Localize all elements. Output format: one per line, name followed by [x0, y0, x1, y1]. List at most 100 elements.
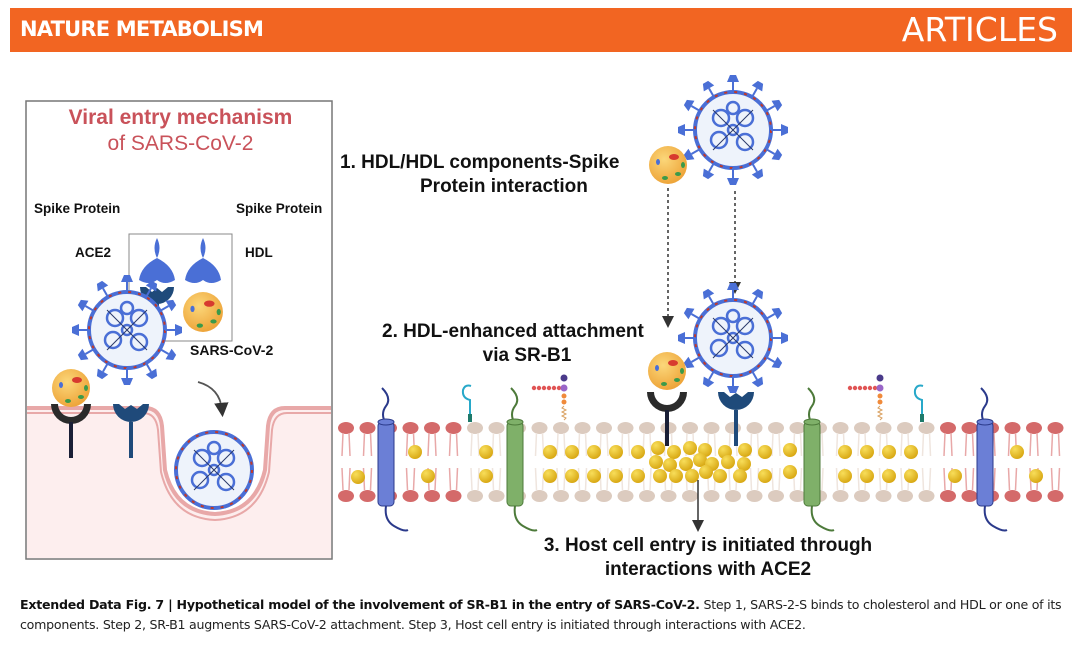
cholesterol: [651, 441, 665, 455]
lipid: [896, 421, 914, 503]
sr-b1-receptor-icon: [647, 392, 687, 446]
spike-protein-icon: [139, 238, 221, 283]
cholesterol: [882, 469, 896, 483]
cholesterol: [653, 469, 667, 483]
cholesterol: [479, 469, 493, 483]
lipid: [788, 421, 807, 503]
cholesterol: [838, 469, 852, 483]
lipid: [358, 421, 377, 503]
cholesterol: [609, 469, 623, 483]
lipid: [444, 421, 463, 503]
lipid: [530, 421, 549, 503]
section-label: ARTICLES: [901, 10, 1058, 49]
cholesterol: [904, 445, 918, 459]
lipid: [767, 421, 785, 503]
cholesterol: [631, 445, 645, 459]
step-1-line2: Protein interaction: [420, 176, 588, 197]
transmembrane-protein-icon: [506, 387, 538, 532]
step-3-line1: 3. Host cell entry is initiated through: [543, 535, 873, 556]
cholesterol: [904, 469, 918, 483]
lipid: [917, 421, 936, 503]
cholesterol: [421, 469, 435, 483]
step-1-label: 1. HDL/HDL components-Spike Protein inte…: [340, 151, 660, 199]
step-1-line1: 1. HDL/HDL components-Spike: [340, 152, 620, 173]
cholesterol: [693, 453, 707, 467]
label-spike-protein-left: Spike Protein: [34, 201, 121, 216]
cholesterol: [860, 469, 874, 483]
lipid: [573, 421, 592, 503]
cell-membrane: [337, 374, 1065, 532]
cholesterol: [948, 469, 962, 483]
step-2-label: 2. HDL-enhanced attachment via SR-B1: [382, 320, 672, 368]
cholesterol: [543, 469, 557, 483]
cholesterol: [587, 469, 601, 483]
step-2-line1: 2. HDL-enhanced attachment: [382, 321, 644, 342]
panel-subtitle: of SARS-CoV-2: [107, 132, 254, 155]
cholesterol: [667, 445, 681, 459]
cholesterol: [860, 445, 874, 459]
cholesterol: [721, 455, 735, 469]
lipid: [552, 421, 570, 503]
lipid: [939, 421, 957, 503]
sars-cov-2-virus-icon: [678, 75, 788, 185]
hdl-icon: [183, 292, 223, 332]
cholesterol: [609, 445, 623, 459]
gpi-anchor-icon: [913, 384, 924, 422]
cholesterol: [351, 470, 365, 484]
lipid: [1025, 421, 1043, 503]
step-3-line2: interactions with ACE2: [604, 559, 812, 580]
cholesterol: [783, 465, 797, 479]
cholesterol: [758, 469, 772, 483]
journal-banner: NATURE METABOLISM ARTICLES: [10, 8, 1072, 52]
cholesterol: [738, 443, 752, 457]
glycolipid-icon: [531, 374, 568, 421]
transmembrane-protein-icon: [976, 387, 1008, 532]
label-ace2: ACE2: [75, 245, 112, 260]
cholesterol: [713, 469, 727, 483]
lipid: [423, 421, 441, 503]
label-hdl: HDL: [245, 245, 273, 260]
cholesterol: [838, 445, 852, 459]
lipid: [853, 421, 871, 503]
cholesterol: [587, 445, 601, 459]
journal-name: NATURE METABOLISM: [20, 17, 264, 41]
cholesterol: [882, 445, 896, 459]
cholesterol: [733, 469, 747, 483]
transmembrane-protein-icon: [377, 387, 409, 532]
cholesterol: [1029, 469, 1043, 483]
entry-arrow: [197, 381, 229, 418]
lipid: [466, 421, 484, 503]
endocytosed-virus-icon: [174, 430, 254, 510]
lipid: [616, 421, 635, 503]
cholesterol: [565, 445, 579, 459]
cholesterol: [565, 469, 579, 483]
cholesterol: [1010, 445, 1024, 459]
step-2-line2: via SR-B1: [482, 345, 572, 366]
label-spike-protein-right: Spike Protein: [236, 201, 323, 216]
cholesterol: [669, 469, 683, 483]
lipid: [337, 421, 355, 503]
ace2-receptor-icon: [718, 392, 754, 446]
lipid: [874, 421, 893, 503]
lipid: [831, 421, 850, 503]
hdl-icon: [52, 369, 90, 407]
caption-text: Step 1, SARS-2-S binds to cholesterol an…: [20, 597, 1062, 632]
lipid: [401, 421, 420, 503]
lipid: [595, 421, 613, 503]
sars-cov-2-virus-icon: [678, 283, 788, 393]
gpi-anchor-icon: [461, 384, 472, 422]
lipid: [487, 421, 506, 503]
lipid: [1003, 421, 1022, 503]
cholesterol: [408, 445, 422, 459]
cholesterol: [649, 455, 663, 469]
cholesterol: [783, 443, 797, 457]
cholesterol: [737, 457, 751, 471]
glycolipid-icon: [847, 374, 884, 421]
lipid: [960, 421, 979, 503]
figure-diagram: [25, 60, 1065, 560]
cholesterol: [683, 441, 697, 455]
cholesterol: [699, 465, 713, 479]
cholesterol: [543, 445, 557, 459]
cholesterol: [679, 457, 693, 471]
inset-panel: [25, 100, 333, 560]
